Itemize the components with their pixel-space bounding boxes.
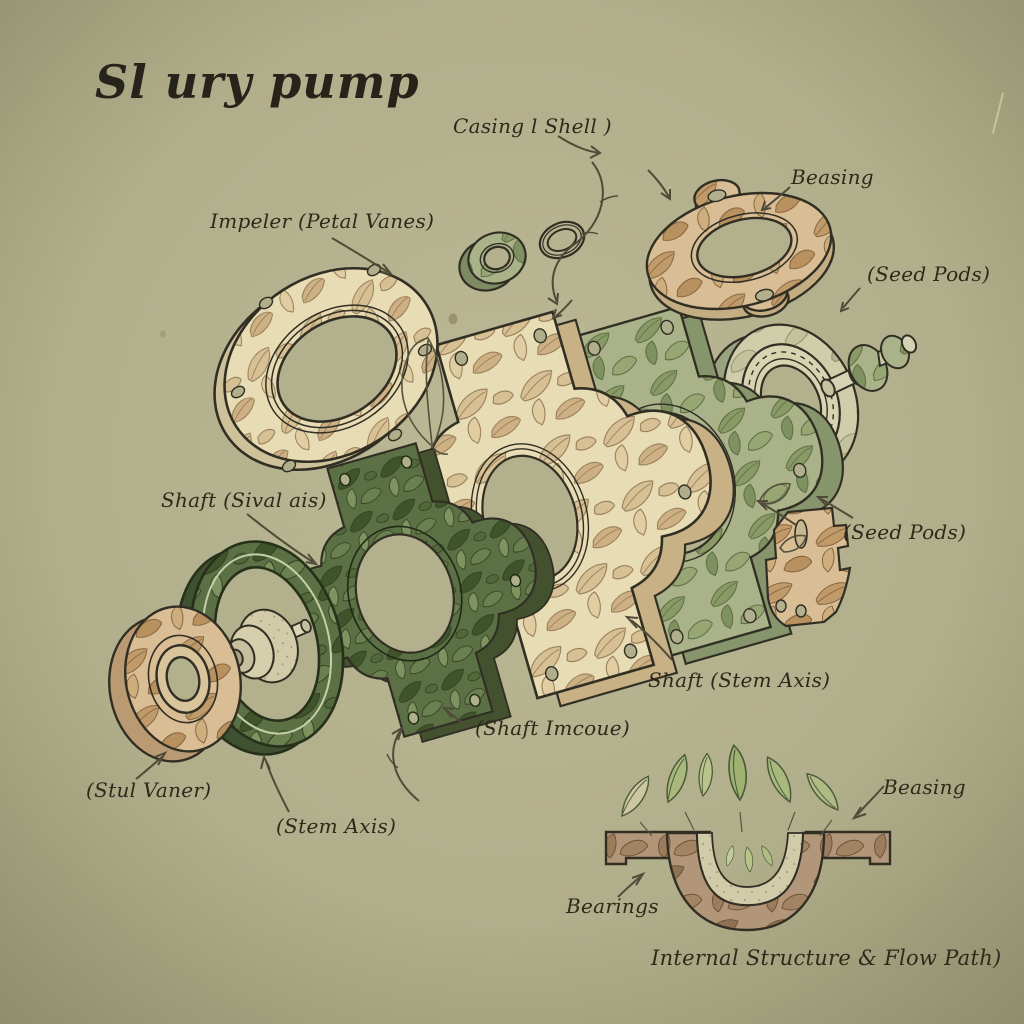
cross-section-bearing-channel <box>604 830 892 932</box>
paper-stains <box>160 92 1005 338</box>
diagram-title: Sl ury pump <box>95 55 420 109</box>
casing-shell-flange-ring <box>213 263 439 473</box>
label-shaft-stem-axis: Shaft (Stem Axis) <box>648 668 831 692</box>
shaft-dumbbell <box>820 334 918 398</box>
label-casing-shell: Casing l Shell ) <box>453 114 612 138</box>
label-impeller: Impeler (Petal Vanes) <box>210 209 435 233</box>
label-caption: Internal Structure & Flow Path) <box>651 946 1002 970</box>
small-washer <box>458 231 527 292</box>
thin-ring-washer <box>538 220 586 260</box>
label-seed-pods-upper: (Seed Pods) <box>867 262 991 286</box>
leaf-sketches <box>401 337 807 553</box>
label-shaft-imcoue: (Shaft Imcoue) <box>475 716 630 740</box>
label-shaft-left: Shaft (Sival ais) <box>161 488 327 512</box>
annotation-arrows <box>135 135 885 898</box>
flow-path-leaves <box>621 743 839 873</box>
seed-pod-bracket <box>764 506 852 628</box>
label-bearing-bottom: Beasing <box>883 775 966 799</box>
label-seed-pods-lower: (Seed Pods) <box>843 520 967 544</box>
label-bearings: Bearings <box>566 894 659 918</box>
label-stem-axis: (Stem Axis) <box>276 814 397 838</box>
flange-disc <box>108 605 242 763</box>
label-stul-vaner: (Stul Vaner) <box>86 778 212 802</box>
shaft-pin <box>290 618 312 640</box>
label-bearing-top: Beasing <box>791 165 874 189</box>
bearing-flange-plate <box>645 178 836 321</box>
